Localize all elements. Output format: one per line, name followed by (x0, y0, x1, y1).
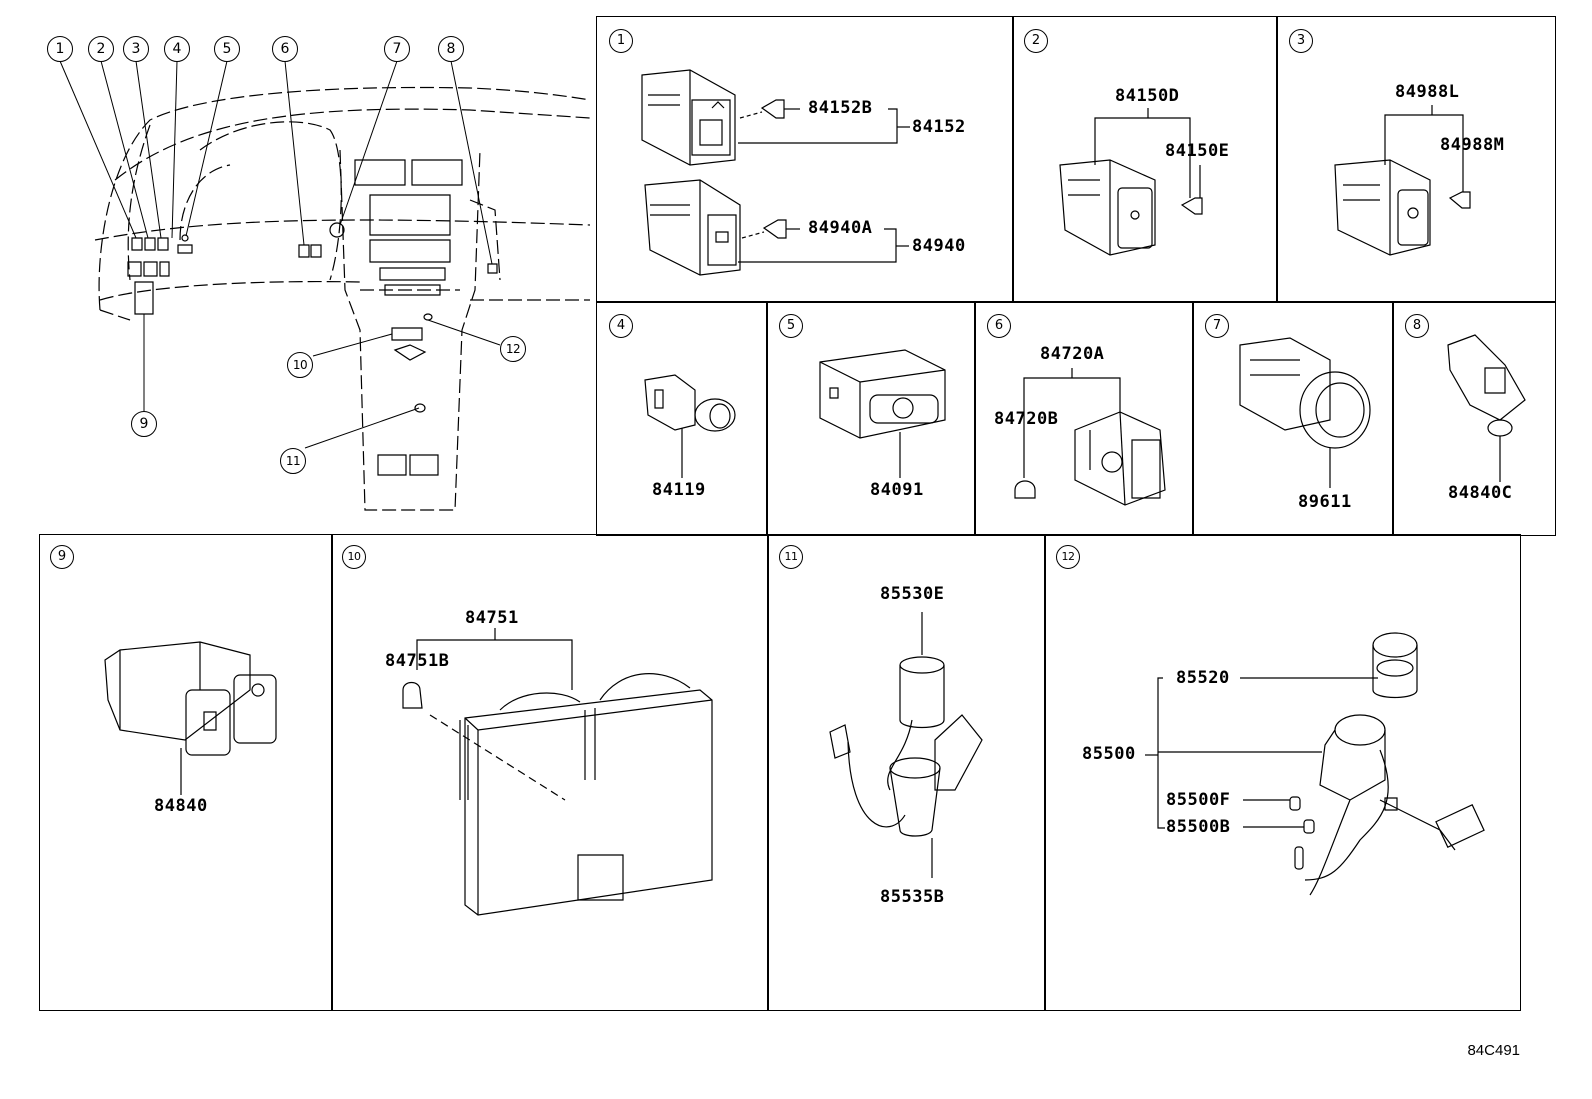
part-label-84751B[interactable]: 84751B (385, 651, 450, 671)
part-label-84988M[interactable]: 84988M (1440, 135, 1505, 155)
overview-callout-9: 9 (131, 411, 157, 437)
panel-6-leaders (1024, 368, 1120, 478)
panel-12-leaders (1145, 678, 1378, 828)
part-label-85500F[interactable]: 85500F (1166, 790, 1231, 810)
part-label-84720B[interactable]: 84720B (994, 409, 1059, 429)
part-label-84152[interactable]: 84152 (912, 117, 966, 137)
bulb-84720B-drawing (1015, 481, 1035, 498)
switch-84119-drawing (645, 375, 735, 478)
part-label-84751[interactable]: 84751 (465, 608, 519, 628)
switch-84152-drawing (642, 70, 735, 165)
panel-9-number: 9 (50, 545, 74, 569)
switch-84940-drawing (645, 180, 740, 275)
overview-callout-4: 4 (164, 36, 190, 62)
overview-callout-7: 7 (384, 36, 410, 62)
part-label-84720A[interactable]: 84720A (1040, 344, 1105, 364)
socket-85530E-drawing (830, 612, 944, 827)
panel-6-number: 6 (987, 314, 1011, 338)
part-label-84091[interactable]: 84091 (870, 480, 924, 500)
overview-callout-10: 10 (287, 352, 313, 378)
overview-callout-5: 5 (214, 36, 240, 62)
panel-3-number: 3 (1289, 29, 1313, 53)
panel-10 (331, 534, 769, 1011)
panel-1-leaders (738, 109, 910, 262)
panel-1-number: 1 (609, 29, 633, 53)
overview-callout-2: 2 (88, 36, 114, 62)
bulb-84152B-drawing (740, 100, 800, 118)
cigarette-lighter-85520-drawing (1373, 633, 1417, 698)
overview-callout-3: 3 (123, 36, 149, 62)
callout-leaders (60, 61, 500, 448)
panel-10-number: 10 (342, 545, 366, 569)
bulb-84150E-drawing (1182, 198, 1202, 214)
panel-9 (39, 534, 333, 1011)
overview-callout-12: 12 (500, 336, 526, 362)
panel-8-number: 8 (1405, 314, 1429, 338)
panel-3 (1276, 16, 1556, 303)
overview-callout-8: 8 (438, 36, 464, 62)
part-label-85535B[interactable]: 85535B (880, 887, 945, 907)
panel-11-number: 11 (779, 545, 803, 569)
panel-5-number: 5 (779, 314, 803, 338)
part-label-84119[interactable]: 84119 (652, 480, 706, 500)
part-label-84150D[interactable]: 84150D (1115, 86, 1180, 106)
switch-84150-drawing (1060, 160, 1155, 255)
panel-7-number: 7 (1205, 314, 1229, 338)
bulb-84940A-drawing (742, 220, 800, 238)
panel-11 (767, 534, 1046, 1011)
panel-8 (1392, 301, 1556, 536)
overview-callout-11: 11 (280, 448, 306, 474)
part-label-89611[interactable]: 89611 (1298, 492, 1352, 512)
part-label-84152B[interactable]: 84152B (808, 98, 873, 118)
switch-84091-drawing (820, 350, 945, 478)
part-label-84940A[interactable]: 84940A (808, 218, 873, 238)
part-label-85500B[interactable]: 85500B (1166, 817, 1231, 837)
panel-7 (1192, 301, 1394, 536)
part-label-85520[interactable]: 85520 (1176, 668, 1230, 688)
panel-4-number: 4 (609, 314, 633, 338)
left-switch-cluster (128, 235, 321, 314)
part-label-84988L[interactable]: 84988L (1395, 82, 1460, 102)
switch-84988-drawing (1335, 160, 1430, 255)
bulb-84988M-drawing (1450, 192, 1470, 208)
switch-84840-drawing (105, 642, 276, 795)
overview-callout-1: 1 (47, 36, 73, 62)
panel-1 (596, 16, 1014, 303)
panel-3-leaders (1385, 105, 1463, 192)
part-label-85530E[interactable]: 85530E (880, 584, 945, 604)
panel-12-number: 12 (1056, 545, 1080, 569)
dashboard-overview-drawing (0, 0, 600, 530)
part-label-84840C[interactable]: 84840C (1448, 483, 1513, 503)
panel-2 (1012, 16, 1278, 303)
overview-callout-6: 6 (272, 36, 298, 62)
panel-12 (1044, 534, 1521, 1011)
lighter-socket-85500-drawing (1305, 715, 1484, 895)
bulb-84751B-drawing (403, 683, 422, 709)
housing-85535B-drawing (890, 715, 982, 878)
panel-5 (766, 301, 976, 536)
illustration-code: 84C491 (1467, 1042, 1520, 1059)
switch-84720-drawing (1075, 412, 1165, 505)
panel-4 (596, 301, 768, 536)
part-label-85500[interactable]: 85500 (1082, 744, 1136, 764)
switch-84840C-drawing (1448, 335, 1525, 482)
panel-10-leaders (417, 628, 572, 690)
part-label-84150E[interactable]: 84150E (1165, 141, 1230, 161)
panel-2-leaders (1095, 108, 1200, 198)
panel-2-number: 2 (1024, 29, 1048, 53)
part-label-84840[interactable]: 84840 (154, 796, 208, 816)
part-label-84940[interactable]: 84940 (912, 236, 966, 256)
bulbs-85500F-85500B-drawing (1290, 797, 1314, 869)
push-start-switch-89611-drawing (1240, 338, 1370, 488)
switch-panel-84751-drawing (430, 674, 712, 915)
panel-6 (974, 301, 1194, 536)
